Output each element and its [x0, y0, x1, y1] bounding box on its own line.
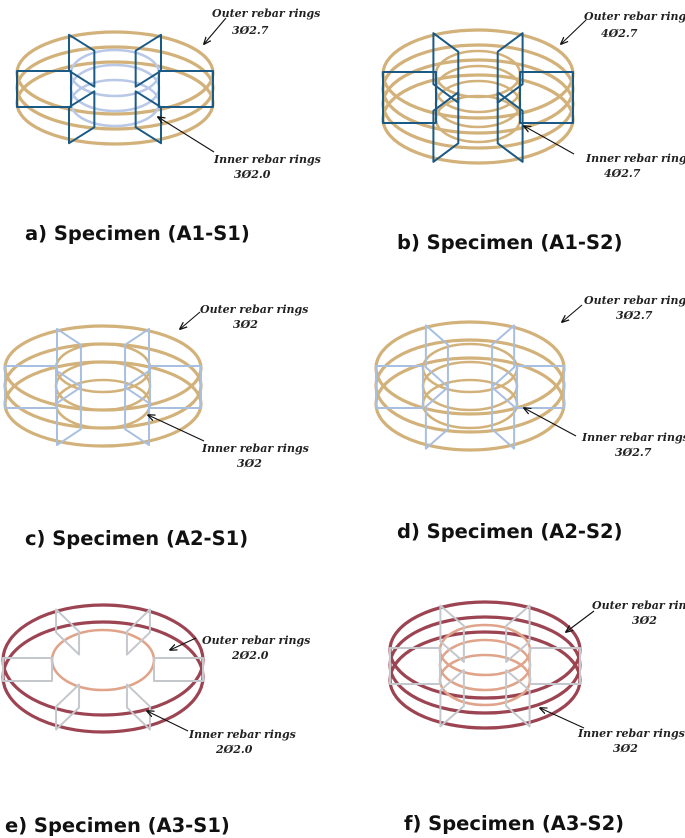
stirrup-link — [439, 604, 465, 663]
inner-ring-label: Inner rebar rings — [201, 442, 309, 455]
specimen-panel-a3-s2: Outer rebar rings 3Ø2 Inner rebar rings … — [388, 599, 685, 835]
inner-rebar-ring — [50, 628, 156, 692]
stirrup-link — [505, 669, 531, 728]
inner-ring-label: Inner rebar rings — [577, 727, 685, 740]
stirrup-link — [153, 657, 204, 682]
outer-ring-leader — [566, 610, 595, 632]
stirrup-link — [432, 91, 460, 163]
panel-caption: d) Specimen (A2-S2) — [397, 520, 623, 543]
stirrup-link — [519, 71, 574, 124]
outer-ring-label: Outer rebar rings — [584, 10, 685, 23]
inner-ring-leader — [540, 708, 585, 729]
outer-ring-leader — [562, 304, 583, 322]
outer-ring-spec: 4Ø2.7 — [601, 27, 638, 40]
panel-caption: a) Specimen (A1-S1) — [25, 222, 250, 245]
stirrup-link — [491, 324, 516, 388]
stirrup-link — [439, 669, 465, 728]
outer-ring-spec: 3Ø2.7 — [616, 309, 653, 322]
outer-ring-leader — [204, 17, 227, 44]
inner-ring-label: Inner rebar rings — [213, 153, 321, 166]
stirrup-link — [134, 90, 163, 145]
specimen-panel-a3-s1: Outer rebar rings 2Ø2.0 Inner rebar ring… — [1, 603, 310, 837]
inner-ring-spec: 4Ø2.7 — [604, 167, 641, 180]
outer-ring-leader — [180, 311, 201, 329]
specimen-panel-a1-s1: Outer rebar rings 3Ø2.7 Inner rebar ring… — [15, 7, 321, 245]
outer-ring-spec: 3Ø2 — [632, 614, 657, 627]
outer-ring-label: Outer rebar rings — [592, 599, 685, 612]
outer-rebar-ring — [374, 320, 566, 416]
inner-ring-spec: 3Ø2.0 — [234, 168, 271, 181]
stirrup-link — [496, 91, 524, 163]
inner-ring-leader — [524, 408, 577, 437]
inner-ring-label: Inner rebar rings — [188, 728, 296, 741]
stirrup-link — [125, 608, 151, 656]
stirrup-link — [505, 604, 531, 663]
outer-ring-spec: 2Ø2.0 — [231, 649, 269, 662]
outer-ring-label: Outer rebar rings — [212, 7, 320, 20]
stirrup-link — [491, 386, 516, 450]
outer-rebar-ring — [374, 338, 566, 434]
inner-ring-leader — [147, 711, 189, 732]
inner-ring-leader — [524, 126, 575, 155]
inner-ring-leader — [148, 415, 205, 442]
stirrup-link — [55, 386, 82, 447]
stirrup-link — [67, 33, 96, 88]
panel-caption: f) Specimen (A3-S2) — [404, 812, 624, 835]
inner-ring-label: Inner rebar rings — [581, 431, 685, 444]
outer-ring-spec: 3Ø2 — [233, 318, 258, 331]
specimen-panel-a1-s2: Outer rebar rings 4Ø2.7 Inner rebar ring… — [381, 10, 685, 254]
stirrup-link — [424, 386, 449, 450]
outer-ring-label: Outer rebar rings — [584, 294, 685, 307]
specimen-panel-a2-s1: Outer rebar rings 3Ø2 Inner rebar rings … — [3, 303, 309, 550]
inner-ring-spec: 2Ø2.0 — [215, 743, 253, 756]
stirrup-link — [55, 608, 81, 656]
stirrup-link — [125, 683, 151, 731]
outer-ring-label: Outer rebar rings — [200, 303, 308, 316]
rebar-cage-drawing — [15, 30, 215, 146]
outer-ring-leader — [170, 637, 197, 650]
rebar-cage-drawing — [388, 600, 582, 730]
stirrup-link — [389, 647, 441, 685]
inner-ring-leader — [158, 117, 215, 153]
outer-ring-spec: 3Ø2.7 — [232, 24, 269, 37]
rebar-cage-drawing — [3, 324, 203, 448]
outer-ring-label: Outer rebar rings — [202, 634, 310, 647]
stirrup-link — [4, 365, 57, 409]
stirrup-link — [55, 683, 81, 731]
rebar-cage-drawing — [381, 28, 575, 165]
outer-rebar-ring — [3, 360, 203, 448]
stirrup-link — [375, 365, 424, 409]
panel-caption: e) Specimen (A3-S1) — [5, 814, 230, 837]
stirrup-link — [149, 365, 202, 409]
inner-ring-spec: 3Ø2 — [237, 457, 262, 470]
stirrup-link — [2, 657, 53, 682]
stirrup-link — [16, 70, 72, 108]
outer-rebar-ring — [374, 356, 566, 452]
rebar-cage-drawing — [374, 320, 566, 452]
stirrup-link — [432, 32, 460, 104]
stirrup-link — [529, 647, 581, 685]
panel-caption: c) Specimen (A2-S1) — [25, 527, 248, 550]
inner-ring-label: Inner rebar rings — [585, 152, 685, 165]
stirrup-link — [516, 365, 565, 409]
outer-rebar-ring — [15, 45, 215, 131]
stirrup-link — [124, 386, 151, 447]
specimen-panel-a2-s2: Outer rebar rings 3Ø2.7 Inner rebar ring… — [374, 294, 685, 543]
stirrup-link — [55, 327, 82, 388]
outer-rebar-ring — [3, 324, 203, 412]
stirrup-link — [424, 324, 449, 388]
stirrup-link — [67, 90, 96, 145]
panel-caption: b) Specimen (A1-S2) — [397, 231, 623, 254]
stirrup-link — [496, 32, 524, 104]
stirrup-link — [158, 70, 214, 108]
inner-ring-spec: 3Ø2.7 — [615, 446, 652, 459]
stirrup-link — [382, 71, 437, 124]
inner-ring-spec: 3Ø2 — [613, 742, 638, 755]
rebar-cage-drawing — [1, 603, 205, 734]
inner-rebar-ring — [438, 638, 532, 692]
outer-rebar-ring — [3, 342, 203, 430]
outer-ring-leader — [561, 19, 587, 44]
